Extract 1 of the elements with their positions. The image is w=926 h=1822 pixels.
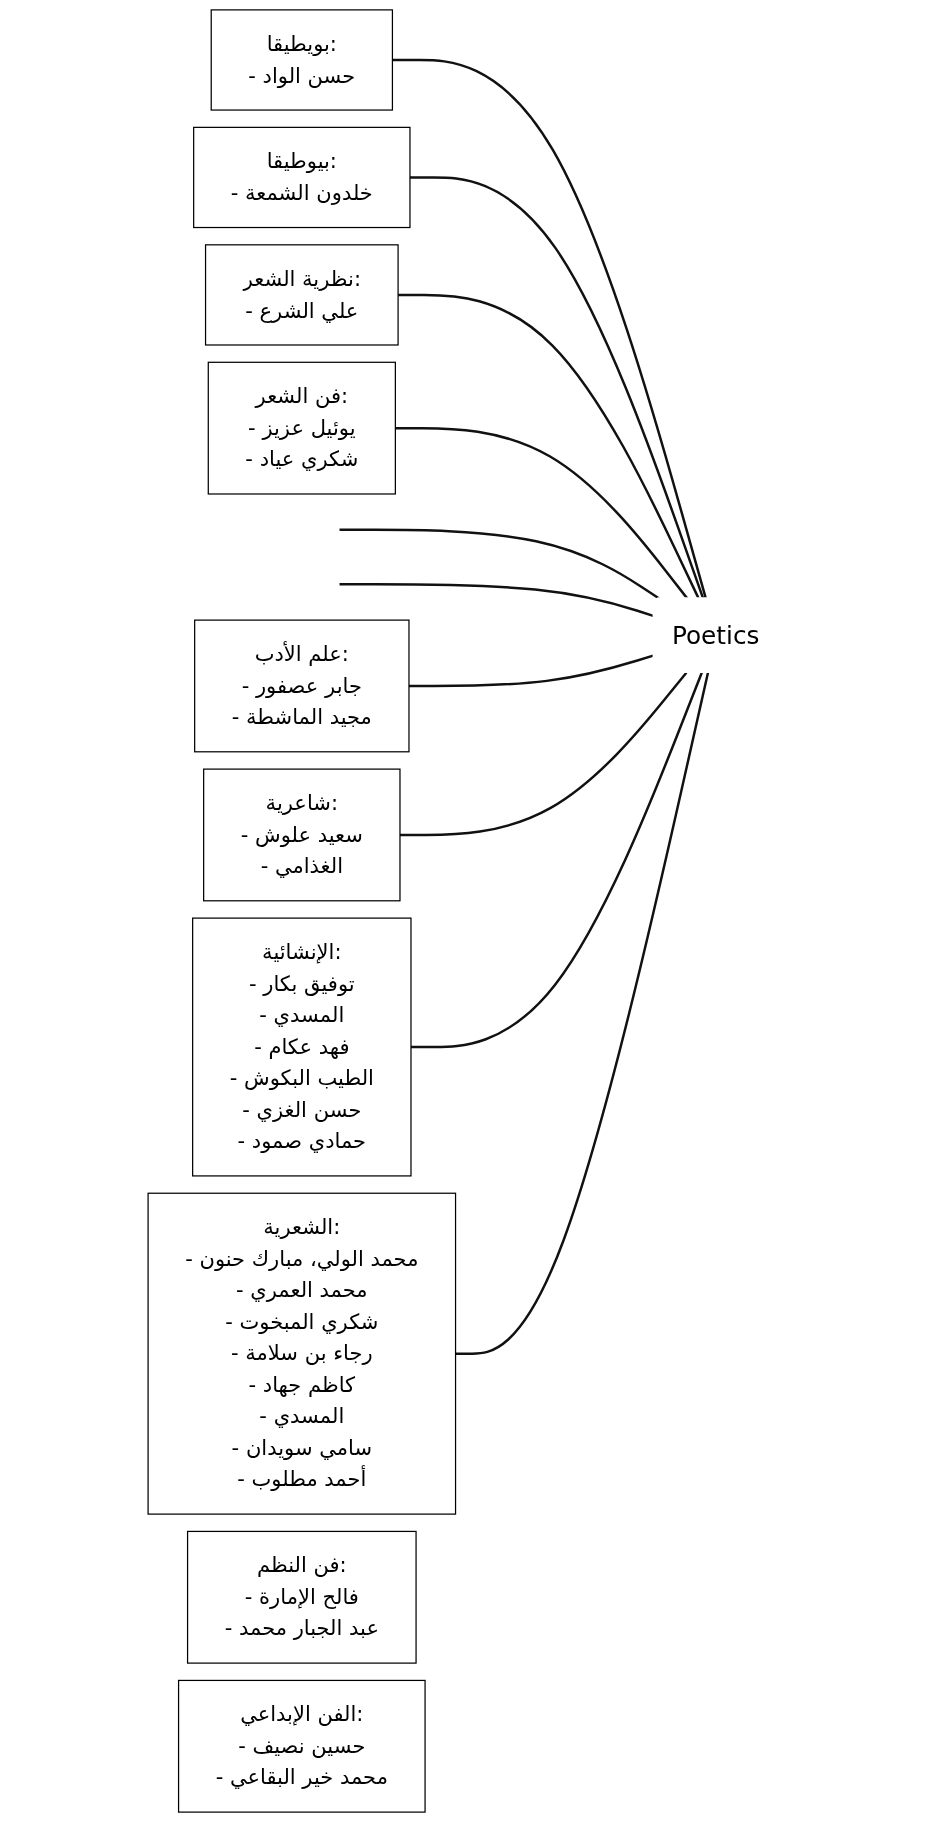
- node-text: Poetics: [671, 620, 760, 650]
